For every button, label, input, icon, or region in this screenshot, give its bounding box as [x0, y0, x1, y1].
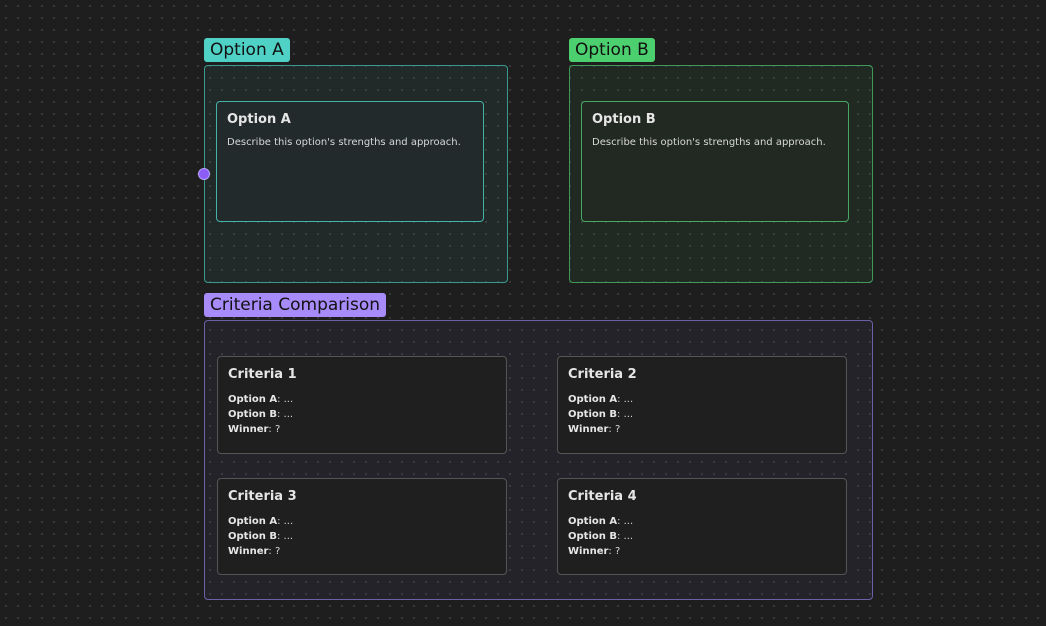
- group-label-option-b[interactable]: Option B: [569, 38, 655, 62]
- criteria-card-3[interactable]: Criteria 3 Option A: ... Option B: ... W…: [217, 478, 507, 575]
- criteria-option-a-row: Option A: ...: [568, 516, 634, 527]
- criteria-title: Criteria 4: [568, 489, 637, 504]
- criteria-title: Criteria 2: [568, 367, 637, 382]
- criteria-card-4[interactable]: Criteria 4 Option A: ... Option B: ... W…: [557, 478, 847, 575]
- card-title: Option A: [227, 112, 291, 127]
- criteria-title: Criteria 3: [228, 489, 297, 504]
- criteria-card-2[interactable]: Criteria 2 Option A: ... Option B: ... W…: [557, 356, 847, 454]
- connection-handle[interactable]: [198, 168, 210, 180]
- group-label-criteria[interactable]: Criteria Comparison: [204, 293, 387, 317]
- criteria-option-a-row: Option A: ...: [228, 516, 294, 527]
- criteria-winner-row: Winner: ?: [228, 546, 281, 557]
- criteria-option-a-row: Option A: ...: [228, 394, 294, 405]
- card-description: Describe this option's strengths and app…: [592, 137, 826, 148]
- card-description: Describe this option's strengths and app…: [227, 137, 461, 148]
- criteria-title: Criteria 1: [228, 367, 297, 382]
- card-option-a[interactable]: Option A Describe this option's strength…: [216, 101, 484, 222]
- criteria-winner-row: Winner: ?: [568, 546, 621, 557]
- criteria-winner-row: Winner: ?: [568, 424, 621, 435]
- card-title: Option B: [592, 112, 656, 127]
- group-label-option-a[interactable]: Option A: [204, 38, 290, 62]
- criteria-option-b-row: Option B: ...: [228, 409, 294, 420]
- criteria-option-b-row: Option B: ...: [228, 531, 294, 542]
- criteria-winner-row: Winner: ?: [228, 424, 281, 435]
- criteria-option-b-row: Option B: ...: [568, 531, 634, 542]
- card-option-b[interactable]: Option B Describe this option's strength…: [581, 101, 849, 222]
- criteria-card-1[interactable]: Criteria 1 Option A: ... Option B: ... W…: [217, 356, 507, 454]
- criteria-option-b-row: Option B: ...: [568, 409, 634, 420]
- criteria-option-a-row: Option A: ...: [568, 394, 634, 405]
